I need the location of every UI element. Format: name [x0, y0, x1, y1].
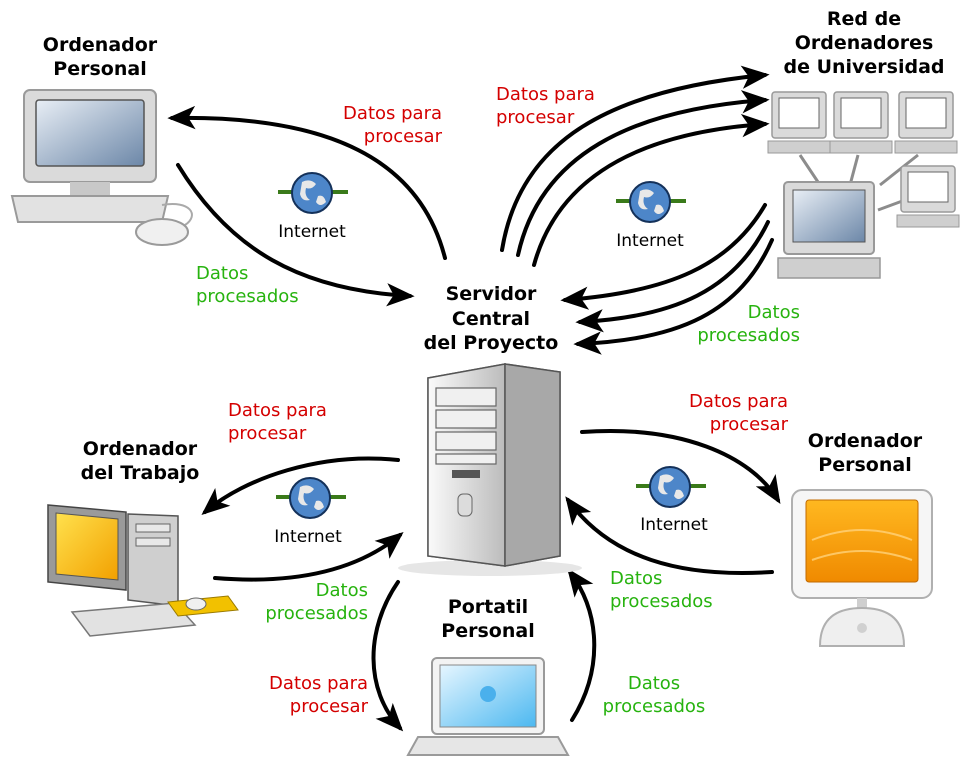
label-internet-bottom-left: Internet: [274, 527, 342, 547]
label-internet-bottom-right: Internet: [640, 515, 708, 535]
node-title-pc-top-left: Ordenador Personal: [42, 34, 158, 80]
arrow-pc-top-left-to-server: [176, 163, 415, 307]
arrow-server-to-university-2: [516, 90, 770, 257]
node-title-university: Red de Ordenadores de Universidad: [783, 8, 945, 78]
arrow-university-to-server-2: [575, 220, 770, 333]
label-internet-top-right: Internet: [616, 231, 684, 251]
label-to-process-pc-top-left: Datos para procesar: [343, 103, 442, 147]
arrow-server-to-work: [201, 456, 400, 516]
label-processed-pc-top-left: Datos procesados: [196, 263, 299, 307]
arrow-university-to-server-3: [573, 238, 774, 355]
data-flow-arrows: [167, 65, 781, 732]
imac-icon: [791, 489, 933, 647]
laptop-icon: [406, 657, 570, 756]
node-title-work: Ordenador del Trabajo: [80, 438, 200, 484]
arrow-server-to-imac: [580, 429, 781, 504]
arrow-server-to-university-3: [532, 113, 770, 267]
node-title-imac: Ordenador Personal: [807, 430, 923, 476]
globe-network-icon: [278, 172, 348, 214]
label-processed-university: Datos procesados: [697, 302, 800, 346]
arrow-server-to-university-1: [500, 65, 770, 252]
arrow-server-to-pc-top-left: [167, 105, 447, 260]
node-title-server: Servidor Central del Proyecto: [423, 283, 559, 355]
node-title-laptop: Portatil Personal: [441, 596, 535, 642]
globe-network-icon: [276, 477, 346, 519]
label-processed-imac: Datos procesados: [610, 568, 713, 612]
label-to-process-laptop: Datos para procesar: [269, 673, 368, 717]
label-to-process-imac: Datos para procesar: [689, 391, 788, 435]
label-processed-work: Datos procesados: [265, 580, 368, 624]
arrow-work-to-server: [213, 532, 404, 582]
desktop-pc-icon: [10, 89, 193, 246]
arrow-imac-to-server: [565, 496, 774, 576]
label-to-process-university: Datos para procesar: [496, 84, 595, 128]
work-computer-icon: [47, 504, 239, 637]
arrow-laptop-to-server: [567, 568, 597, 722]
label-internet-top-left: Internet: [278, 222, 346, 242]
label-processed-laptop: Datos procesados: [602, 673, 706, 717]
globe-network-icon: [616, 181, 686, 223]
server-tower-icon: [398, 363, 582, 576]
arrow-university-to-server-1: [560, 203, 767, 310]
arrow-server-to-laptop: [371, 580, 404, 732]
university-network-icon: [767, 91, 960, 279]
globe-network-icon: [636, 466, 706, 508]
label-to-process-work: Datos para procesar: [228, 400, 327, 444]
